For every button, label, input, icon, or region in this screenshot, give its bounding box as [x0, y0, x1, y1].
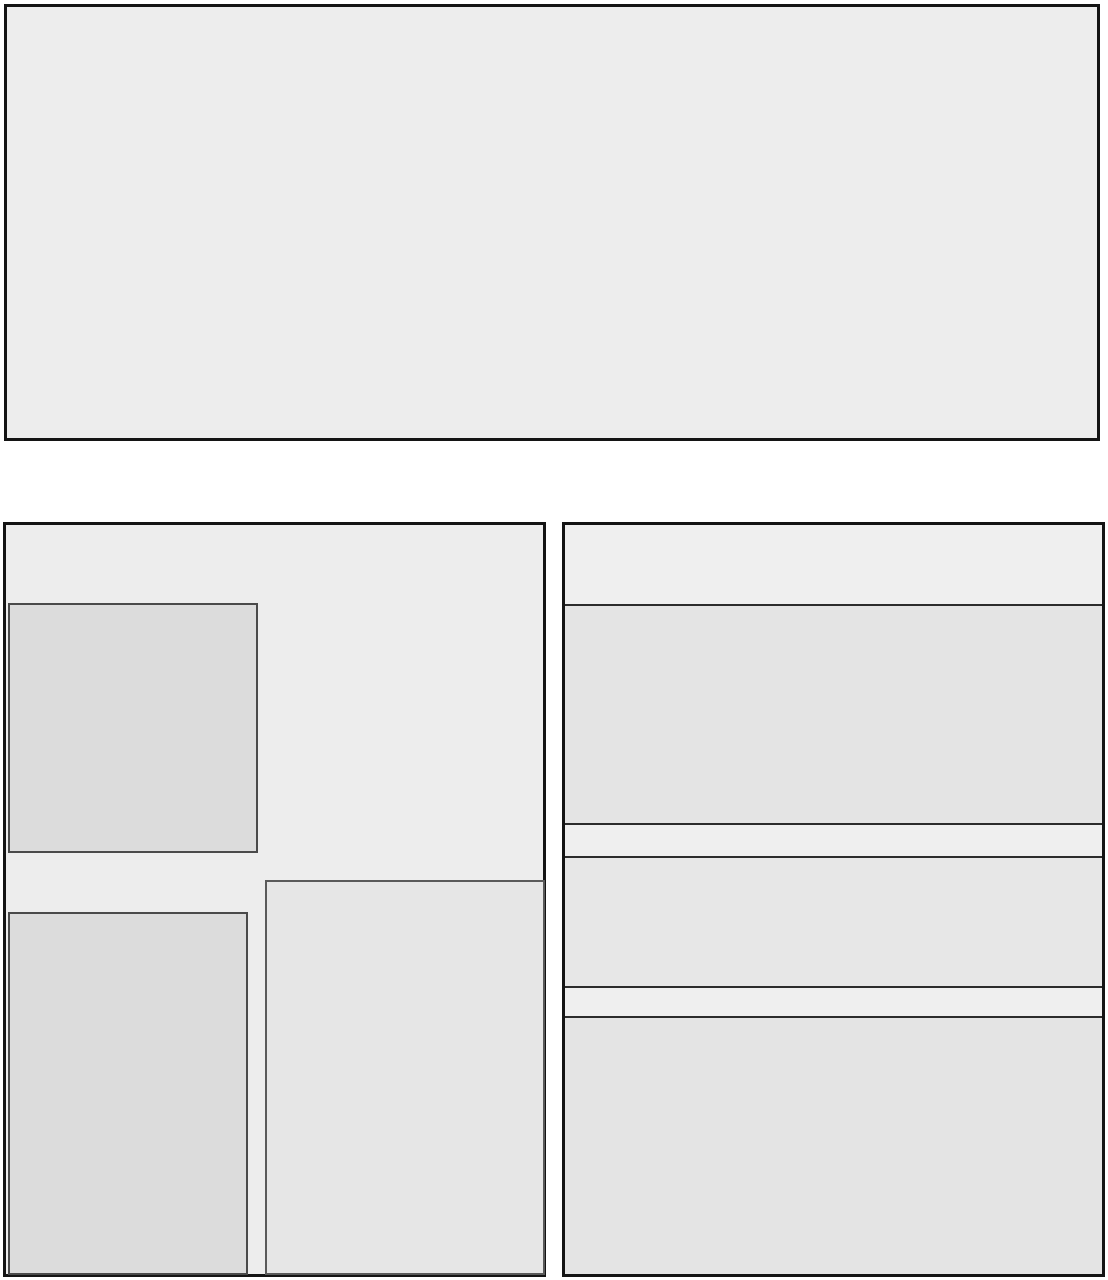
covid-legend-label: [290, 692, 520, 716]
volcano-plot: [8, 603, 258, 853]
pathway-box: [8, 912, 248, 1275]
assoc-content-bg: [565, 604, 1102, 825]
covid-dot: [393, 661, 417, 685]
aki-chart: [565, 607, 830, 782]
net-content-bg: [565, 856, 1102, 986]
platelet-chart: [845, 607, 1105, 782]
top-panel-graphics: [0, 0, 1108, 522]
sec3-band: [565, 986, 1102, 1018]
multiomics-network: [560, 855, 1108, 985]
sec2-band: [565, 823, 1102, 856]
bact-sepsis-dot: [393, 592, 417, 616]
volcano-legend: [290, 592, 520, 716]
subnetwork-graph: [563, 1015, 1105, 1247]
pathway-bar-chart: [8, 912, 248, 1275]
top-panel: [4, 4, 1100, 441]
bact-sepsis-legend-label: [290, 623, 520, 647]
volcano-box: [8, 603, 258, 853]
subnet-content-bg: [565, 1018, 1102, 1274]
cascade-outer-box: [265, 880, 545, 1275]
